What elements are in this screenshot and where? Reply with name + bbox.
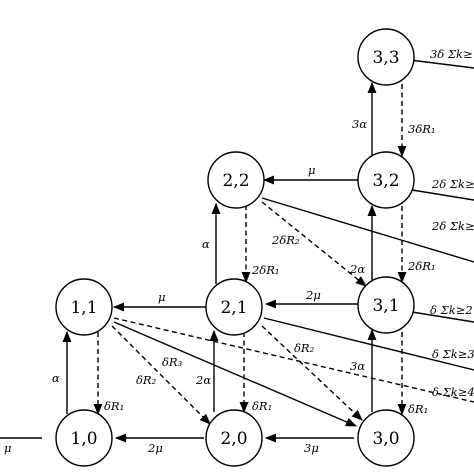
label-30-20: 3μ [304,441,319,455]
label-22-21: 2δR₁ [251,263,280,277]
label-11-20: δR₂ [136,373,157,387]
label-33-out: 3δ Σk≥ [430,47,473,61]
edge-22-out2 [261,197,474,263]
edge-33-out [409,59,474,69]
label-20-10: 2μ [147,441,163,455]
node-2-2-label: 2,2 [222,171,249,191]
node-2-1: 2,1 [205,278,263,336]
label-32-out2: 2δ Σk≥ [431,219,474,233]
label-21-30: δR₂ [294,341,315,355]
node-2-2: 2,2 [207,151,265,209]
label-22-31: 2δR₂ [271,233,300,247]
label-11-10: δR₁ [104,399,124,413]
edge-11-30 [113,321,358,427]
node-3-2: 3,2 [357,151,415,209]
edges: 3δ Σk≥ 3α 3δR₁ μ 2δ Σk≥ 2δ Σk≥ α 2δR₁ 2δ… [0,47,474,455]
node-2-0-label: 2,0 [220,429,247,449]
label-31-out2: δ Σk≥3 [432,347,474,361]
node-3-3-label: 3,3 [372,48,399,68]
node-3-0: 3,0 [357,409,415,467]
node-3-1: 3,1 [357,276,415,334]
label-31-30: δR₁ [408,402,428,416]
label-21-11: μ [158,290,165,304]
label-10-11: α [52,371,60,385]
edge-11-20 [111,325,211,425]
label-31-32: 2α [349,262,365,276]
edge-32-out1 [411,189,474,201]
label-32-22: μ [308,163,315,177]
label-32-out1: 2δ Σk≥ [431,177,474,191]
edge-31-out1 [411,311,474,323]
node-1-0: 1,0 [55,409,113,467]
label-32-31: 2δR₁ [407,259,436,273]
node-1-1: 1,1 [55,278,113,336]
node-1-0-label: 1,0 [70,429,97,449]
label-33-32: 3δR₁ [408,122,436,136]
label-11-30: δR₃ [162,355,183,369]
label-31-out1: δ Σk≥2 [430,303,473,317]
label-in-10: μ [4,441,11,455]
edge-11-out [113,317,474,403]
edge-21-30 [261,325,363,421]
label-31-21: 2μ [305,288,321,302]
node-3-0-label: 3,0 [372,429,399,449]
label-20-21: 2α [195,373,211,387]
label-11-out: δ Σk≥4 [432,385,474,399]
node-1-1-label: 1,1 [70,298,97,318]
node-3-3: 3,3 [357,28,415,86]
edge-21-out2 [263,317,474,371]
edge-22-31 [261,201,367,287]
label-21-20: δR₁ [252,399,272,413]
node-2-1-label: 2,1 [220,298,247,318]
label-32-33: 3α [352,117,367,131]
label-30-31: 3α [350,359,365,373]
node-3-1-label: 3,1 [372,296,399,316]
node-3-2-label: 3,2 [372,171,399,191]
nodes: 3,3 2,2 3,2 1,1 2,1 3,1 1,0 2,0 [55,28,415,467]
node-2-0: 2,0 [205,409,263,467]
label-21-22: α [202,237,210,251]
